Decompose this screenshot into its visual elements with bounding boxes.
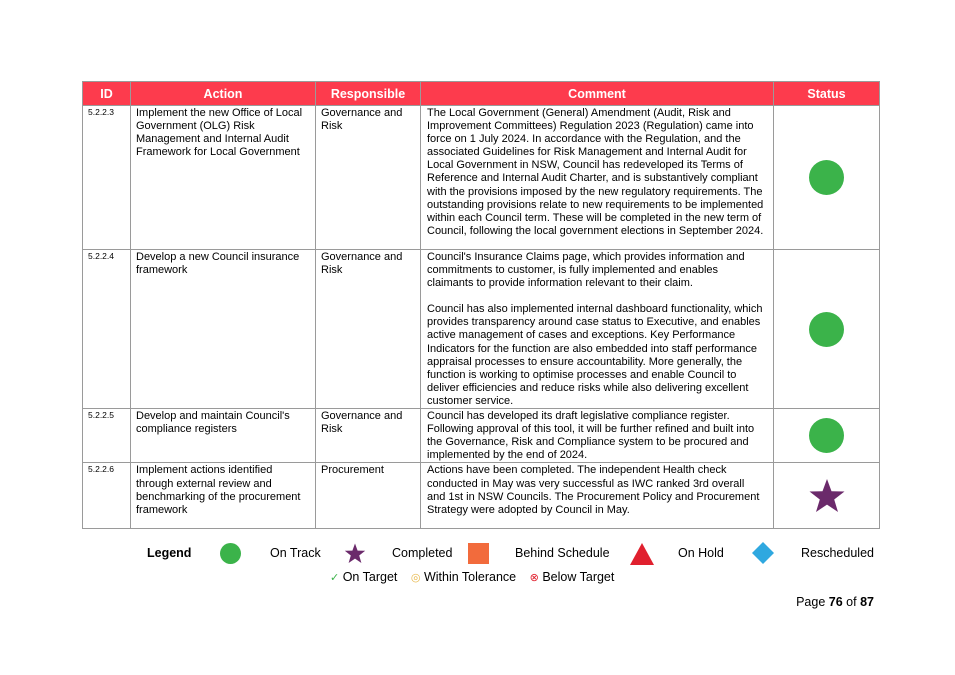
rescheduled-diamond-icon (752, 542, 774, 564)
row-status (773, 105, 880, 250)
page-total: 87 (860, 595, 874, 609)
legend: Legend On Track Completed Behind Schedul… (0, 542, 955, 566)
below-target-item: ⊗ Below Target (530, 570, 615, 584)
row-status (773, 462, 880, 530)
comment-paragraph: Actions have been completed. The indepen… (427, 464, 760, 516)
row-status (773, 408, 880, 464)
header-responsible: Responsible (315, 81, 421, 106)
header-id: ID (82, 81, 131, 106)
on-track-status-icon (809, 418, 844, 454)
action-table: ID Action Responsible Comment Status 5.2… (82, 81, 880, 530)
legend-within-tolerance-label: Within Tolerance (423, 570, 517, 584)
row-action: Develop a new Council insurance framewor… (130, 248, 316, 410)
row-id: 5.2.2.6 (82, 462, 131, 530)
legend-on-track-label: On Track (270, 546, 321, 560)
tolerance-circle-icon: ◎ (410, 572, 421, 584)
row-responsible: Governance and Risk (315, 105, 421, 250)
row-comment: Council has developed its draft legislat… (420, 408, 774, 464)
page-prefix: Page (796, 595, 826, 609)
row-comment: Council's Insurance Claims page, which p… (420, 248, 774, 410)
target-legend: ✓︎ On Target ◎ Within Tolerance ⊗ Below … (330, 570, 624, 584)
table-row: 5.2.2.5 Develop and maintain Council's c… (82, 408, 880, 464)
completed-star-icon (344, 543, 366, 563)
on-target-item: ✓︎ On Target (330, 570, 401, 584)
row-comment: Actions have been completed. The indepen… (420, 462, 774, 530)
on-hold-triangle-icon (630, 543, 654, 565)
row-action: Develop and maintain Council's complianc… (130, 408, 316, 464)
legend-completed-label: Completed (392, 546, 453, 560)
legend-rescheduled-label: Rescheduled (801, 546, 874, 560)
row-comment: The Local Government (General) Amendment… (420, 105, 774, 250)
row-responsible: Procurement (315, 462, 421, 530)
legend-below-target-label: Below Target (542, 570, 615, 584)
on-track-status-icon (809, 311, 844, 347)
table-header-row: ID Action Responsible Comment Status (82, 81, 880, 106)
page-of: of (846, 595, 857, 609)
check-circle-icon: ✓︎ (330, 572, 340, 584)
row-id: 5.2.2.5 (82, 408, 131, 464)
row-action: Implement the new Office of Local Govern… (130, 105, 316, 250)
header-comment: Comment (420, 81, 774, 106)
within-tolerance-item: ◎ Within Tolerance (411, 570, 520, 584)
on-track-status-icon (809, 160, 844, 195)
comment-paragraph: Council has also implemented internal da… (427, 303, 763, 407)
completed-star-icon (809, 478, 844, 512)
page-current: 76 (828, 595, 843, 609)
row-id: 5.2.2.4 (82, 248, 131, 410)
row-id: 5.2.2.3 (82, 105, 131, 250)
on-track-icon (220, 543, 241, 564)
header-status: Status (773, 81, 880, 106)
table-row: 5.2.2.6 Implement actions identified thr… (82, 462, 880, 530)
comment-paragraph: The Local Government (General) Amendment… (427, 107, 764, 237)
legend-behind-schedule-label: Behind Schedule (515, 546, 610, 560)
legend-on-hold-label: On Hold (678, 546, 724, 560)
row-responsible: Governance and Risk (315, 248, 421, 410)
comment-paragraph: Council has developed its draft legislat… (427, 410, 755, 462)
row-action: Implement actions identified through ext… (130, 462, 316, 530)
table-row: 5.2.2.4 Develop a new Council insurance … (82, 248, 880, 410)
page-number: Page 76 of 87 (796, 595, 874, 609)
legend-on-target-label: On Target (342, 570, 398, 584)
comment-paragraph: Council's Insurance Claims page, which p… (427, 251, 745, 290)
table-row: 5.2.2.3 Implement the new Office of Loca… (82, 105, 880, 250)
row-responsible: Governance and Risk (315, 408, 421, 464)
header-action: Action (130, 81, 316, 106)
row-status (773, 248, 880, 410)
legend-title: Legend (147, 546, 192, 560)
behind-schedule-square-icon (468, 543, 489, 564)
cross-circle-icon: ⊗ (529, 572, 539, 584)
